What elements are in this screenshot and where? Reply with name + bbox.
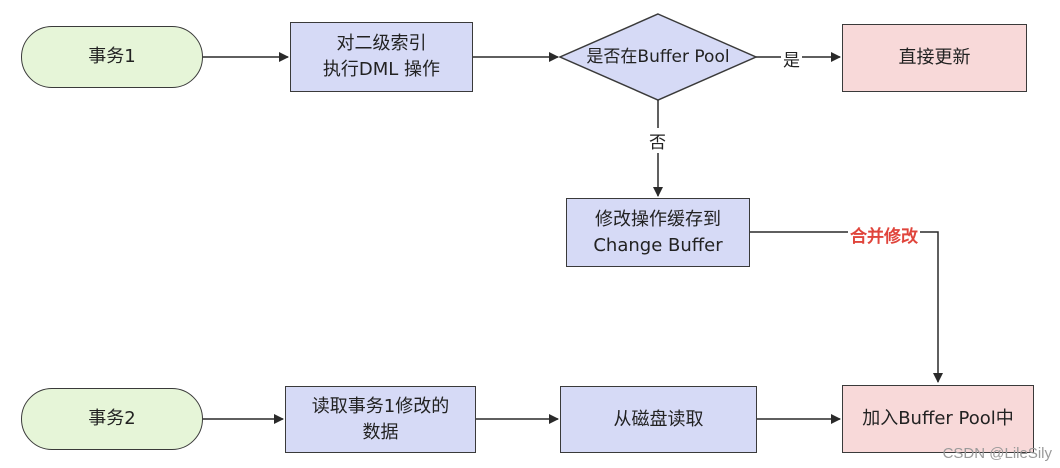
txn2-label: 事务2 [88, 408, 136, 429]
direct-update-label: 直接更新 [898, 47, 971, 68]
decision-label: 是否在Buffer Pool [586, 47, 730, 67]
disk-read-label: 从磁盘读取 [613, 408, 704, 430]
edge-label-merge: 合并修改 [848, 222, 920, 247]
edge-label-yes: 是 [781, 46, 802, 71]
change-buffer-node: 修改操作缓存到 Change Buffer [566, 198, 750, 267]
edge-merge [750, 231, 943, 383]
txn1-node: 事务1 [21, 26, 203, 88]
dml-operation-node: 对二级索引 执行DML 操作 [290, 22, 473, 92]
read-modified-label: 读取事务1修改的 数据 [311, 395, 450, 443]
txn2-node: 事务2 [21, 388, 203, 450]
disk-read-node: 从磁盘读取 [560, 386, 757, 453]
read-modified-node: 读取事务1修改的 数据 [285, 386, 476, 453]
edge-label-no: 否 [647, 128, 668, 153]
change-buffer-label: 修改操作缓存到 Change Buffer [593, 208, 723, 256]
txn1-label: 事务1 [88, 46, 136, 67]
dml-operation-label: 对二级索引 执行DML 操作 [322, 33, 441, 80]
add-buffer-pool-label: 加入Buffer Pool中 [862, 408, 1014, 429]
decision-node: 是否在Buffer Pool [560, 14, 756, 100]
csdn-watermark: CSDN @LileSily [942, 445, 1052, 462]
direct-update-node: 直接更新 [842, 24, 1027, 92]
add-buffer-pool-node: 加入Buffer Pool中 [842, 385, 1034, 453]
